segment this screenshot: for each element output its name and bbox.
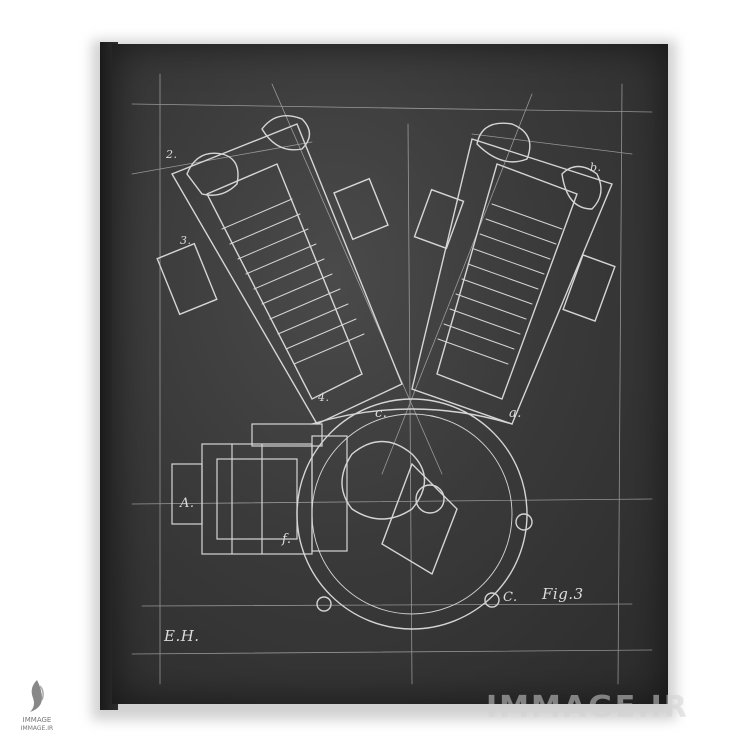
figure-label: Fig.3 bbox=[542, 585, 584, 603]
right-cylinder bbox=[411, 122, 616, 425]
watermark-text: IMMAGE.IR bbox=[486, 690, 689, 725]
annotation-a: a. bbox=[509, 406, 522, 421]
logo-brand-name: IMMAGE bbox=[22, 716, 52, 724]
gearbox bbox=[171, 423, 348, 555]
annotation-c-bottom: C. bbox=[503, 590, 518, 605]
logo-glyph bbox=[30, 680, 44, 712]
annotation-f: f. bbox=[282, 532, 292, 547]
annotation-c-top: c. bbox=[375, 406, 388, 421]
engine-blueprint-sketch bbox=[112, 44, 668, 704]
logo-brand-url: IMMAGE.IR bbox=[20, 725, 54, 732]
annotation-a-upper: A. bbox=[180, 496, 195, 511]
crankcase bbox=[296, 398, 533, 630]
annotation-2: 2. bbox=[166, 148, 178, 161]
left-cylinder bbox=[156, 115, 403, 425]
annotation-4: 4. bbox=[318, 391, 330, 404]
blueprint-drawing bbox=[131, 73, 653, 685]
annotation-b: b. bbox=[590, 161, 602, 174]
immage-logo-icon: IMMAGE IMMAGE.IR bbox=[14, 676, 60, 736]
artist-signature: E.H. bbox=[164, 627, 200, 645]
annotation-3: 3. bbox=[180, 234, 192, 247]
